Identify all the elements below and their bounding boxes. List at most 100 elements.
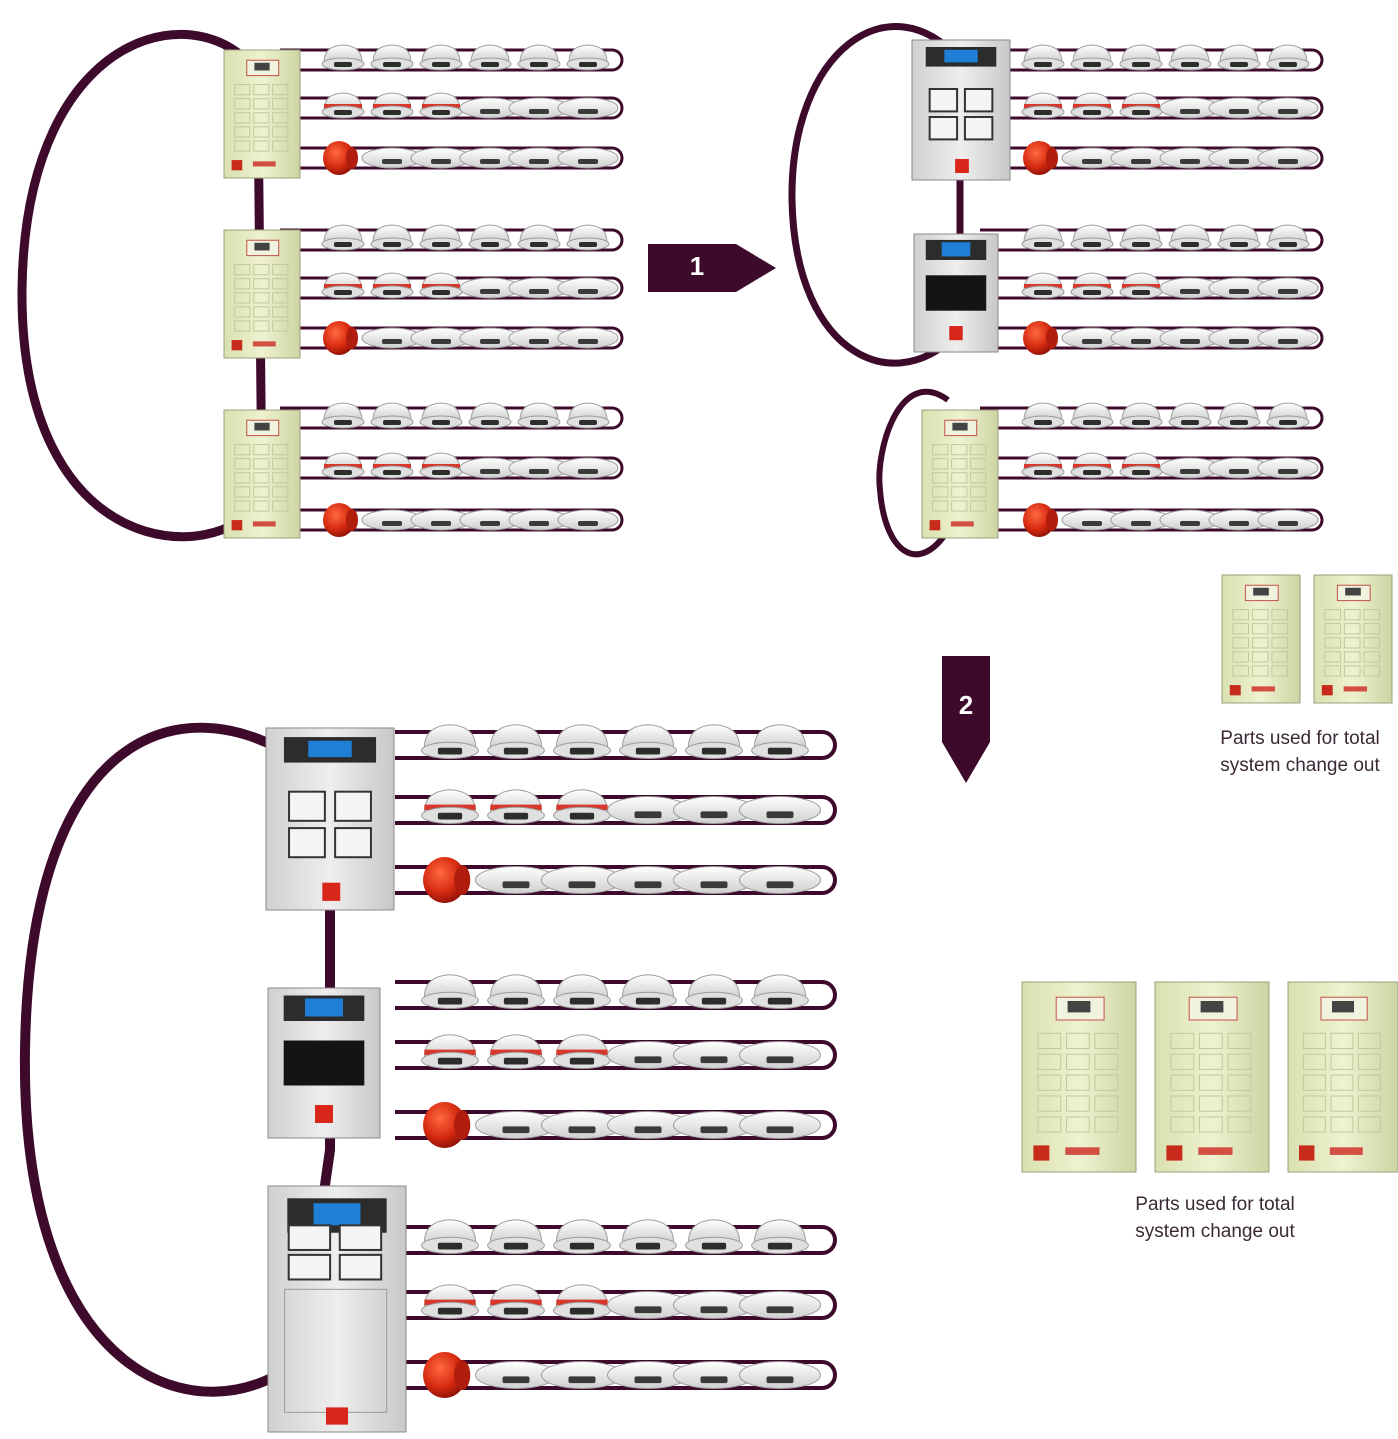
panel-zone-card [1251, 665, 1269, 677]
detector-dome [687, 1219, 741, 1244]
smoke-detector-icon [1208, 277, 1270, 299]
detector-dome [555, 724, 609, 749]
detector-dome [421, 44, 461, 63]
detector-dome [489, 974, 543, 999]
panel-zone-card [1198, 1032, 1223, 1050]
heat-detector-icon [1070, 272, 1114, 299]
detector-window [529, 109, 549, 114]
panel-zone-card [1302, 1074, 1326, 1091]
smoke-detector-icon [1257, 509, 1319, 531]
detector-window [1229, 159, 1249, 164]
detector-window [767, 997, 793, 1005]
detector-window [432, 470, 450, 475]
panel-zone-card [1330, 1116, 1354, 1133]
smoke-detector-icon [673, 866, 755, 894]
panel-module [287, 1253, 332, 1281]
modern-panel-icon [267, 987, 381, 1139]
panel-zone-card [234, 126, 251, 138]
detector-window [578, 109, 598, 114]
smoke-detector-icon [321, 224, 365, 251]
heat-detector-icon [421, 1034, 479, 1070]
detector-dome [421, 224, 461, 243]
panel-zone-card [1324, 651, 1342, 663]
panel-display [1345, 587, 1361, 596]
detector-window [767, 1242, 793, 1250]
detector-loop-wire [980, 406, 1324, 430]
detector-window [432, 110, 450, 115]
smoke-detector-icon [1257, 97, 1319, 119]
heat-detector-icon [553, 1034, 611, 1070]
detector-body [739, 1111, 821, 1139]
detector-dome [1170, 224, 1210, 243]
panel-zone-card [1232, 637, 1250, 649]
call-point-icon [949, 326, 963, 341]
detector-window [1083, 420, 1101, 425]
detector-dome [423, 974, 477, 999]
detector-window [1278, 339, 1298, 344]
smoke-detector-icon [1208, 97, 1270, 119]
smoke-detector-icon [739, 866, 821, 894]
detector-window [503, 1307, 529, 1315]
panel-zone-card [253, 98, 270, 110]
smoke-detector-icon [619, 724, 677, 760]
smoke-detector-icon [410, 147, 472, 169]
panel-zone-card [1271, 651, 1289, 663]
smoke-detector-icon [557, 509, 619, 531]
detector-loop-wire [280, 146, 624, 170]
caption-line: Parts used for total [1220, 728, 1380, 749]
panel-zone-card [951, 500, 968, 512]
smoke-detector-icon [419, 224, 463, 251]
sounder-body [323, 141, 355, 175]
detector-body [1257, 457, 1319, 479]
smoke-detector-icon [1257, 457, 1319, 479]
legacy-panel-icon [223, 409, 301, 539]
detector-dome [1072, 402, 1112, 421]
panel-zone-card [1227, 1116, 1252, 1133]
panel-zone-card [253, 264, 270, 276]
detector-window [578, 339, 598, 344]
detector-loop-wire [980, 456, 1324, 480]
panel-display [941, 242, 971, 257]
detector-dome [621, 974, 675, 999]
heat-detector-icon [421, 1284, 479, 1320]
heat-detector-icon [1119, 92, 1163, 119]
panel-zone-card [1037, 1074, 1062, 1091]
detector-dome [421, 402, 461, 421]
detector-window [1132, 290, 1150, 295]
detector-body [557, 147, 619, 169]
detector-body [739, 866, 821, 894]
detector-loop-wire [395, 865, 837, 895]
panel-zone-card [234, 264, 251, 276]
panel-zone-card [1037, 1095, 1062, 1112]
smoke-detector-icon [739, 1291, 821, 1319]
panel-display [304, 998, 344, 1017]
smoke-detector-icon [459, 277, 521, 299]
detector-window [579, 420, 597, 425]
network-ring-wire [17, 29, 267, 542]
panel-zone-card [272, 278, 289, 290]
panel-zone-card [1363, 651, 1381, 663]
smoke-detector-icon [751, 974, 809, 1010]
panel-cabinet [223, 229, 301, 359]
heat-detector-icon [370, 452, 414, 479]
detector-loop-wire [395, 1360, 837, 1390]
detector-window [700, 881, 728, 889]
detector-loop-wire [395, 730, 837, 760]
panel-zone-card [1251, 637, 1269, 649]
detector-window [480, 469, 500, 474]
panel-zone-card [1232, 651, 1250, 663]
panel-zone-card [1251, 609, 1269, 621]
detector-loop-wire [395, 980, 837, 1010]
caption-line: system change out [1135, 1221, 1295, 1242]
heat-detector-icon [321, 452, 365, 479]
panel-zone-card [1271, 637, 1289, 649]
panel-zone-card [234, 444, 251, 456]
smoke-detector-icon [517, 224, 561, 251]
detector-dome [519, 224, 559, 243]
detector-loop-wire [980, 508, 1324, 532]
step-1-label: 1 [689, 251, 705, 281]
detector-window [503, 997, 529, 1005]
step-2-label: 2 [958, 690, 974, 720]
panel-module [963, 88, 994, 113]
smoke-detector-icon [370, 44, 414, 71]
